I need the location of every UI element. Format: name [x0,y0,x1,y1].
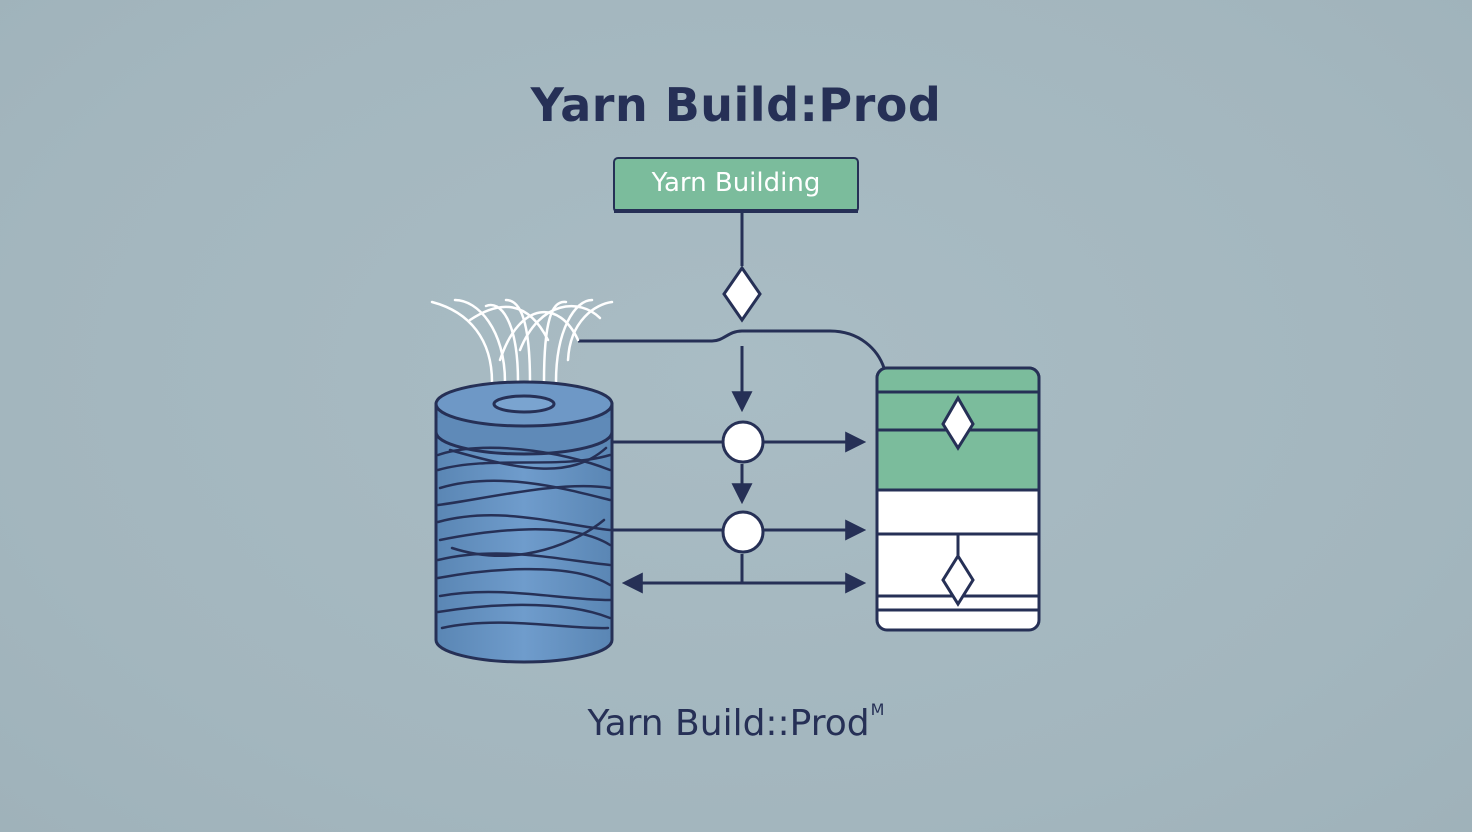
footer-text: Yarn Build::Prod [587,703,870,744]
decision-diamond-top [722,265,762,323]
footer-mark: M [870,700,885,719]
junction-node-1 [721,420,765,464]
yarn-spool-icon [434,380,614,664]
yarn-fibers-icon [430,298,614,384]
yarn-building-label: Yarn Building [651,168,821,198]
page-title: Yarn Build:Prod [530,78,942,132]
junction-node-2 [721,510,765,554]
yarn-building-node: Yarn Building [613,157,859,213]
footer-caption: Yarn Build::ProdM [0,700,1472,744]
stacked-table-icon [875,366,1041,632]
feed-line [578,329,886,369]
table-diamond-bottom [941,553,975,607]
table-diamond-top [941,394,975,451]
